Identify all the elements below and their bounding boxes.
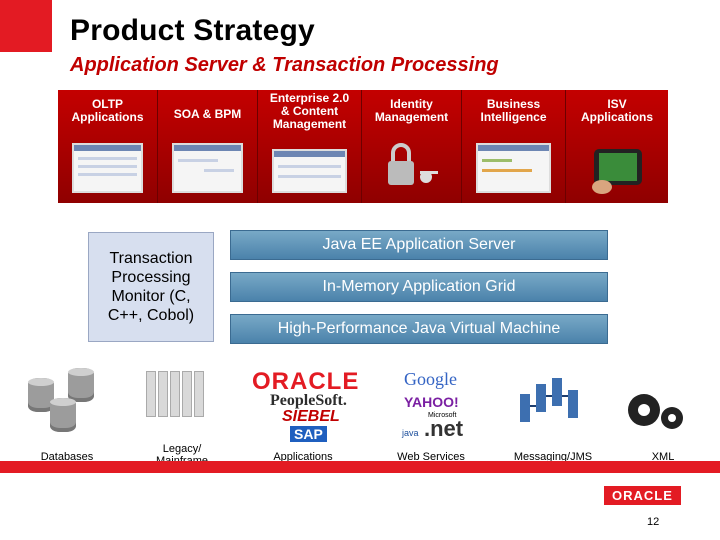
page-title: Product Strategy [70,14,315,47]
lock-keys-icon [388,143,438,185]
gears-icon [628,394,683,429]
tile-enterprise-content: Enterprise 2.0 & Content Management [258,90,362,203]
tile-oltp-applications: OLTP Applications [58,90,158,203]
xml-caption: XML [651,451,675,463]
tp-monitor-box: Transaction Processing Monitor (C, C++, … [88,232,214,342]
yahoo-logo: YAHOO! [404,394,459,410]
tile-label: Identity Management [374,97,449,124]
oracle-logo: ORACLE [252,368,360,395]
java-logo: java [402,428,419,438]
page-subtitle: Application Server & Transaction Process… [70,54,499,76]
database-icon [28,378,54,412]
tile-identity-management: Identity Management [362,90,462,203]
oltp-screenshot-icon [72,143,143,193]
dotnet-logo: .net [424,416,464,441]
tile-label: Enterprise 2.0 & Content Management [269,91,350,131]
tile-label: ISV Applications [580,97,653,124]
tile-isv-applications: ISV Applications [566,90,668,203]
tile-label: Business Intelligence [480,97,547,124]
siebel-logo: SIEBEL [282,408,340,425]
google-logo: Google [404,369,457,389]
application-banner: OLTP Applications SOA & BPM Enterprise 2… [58,90,668,203]
tile-business-intelligence: Business Intelligence [462,90,566,203]
peoplesoft-logo: PeopleSoft. [270,392,347,409]
database-icon [68,368,94,402]
footer-oracle-logo: ORACLE [604,486,681,505]
tile-label: SOA & BPM [173,107,242,121]
footer-stripe [0,461,720,473]
page-number: 12 [647,516,660,528]
web-services-caption: Web Services [397,451,465,463]
sap-logo: SAP [290,426,327,442]
tile-label: OLTP Applications [71,97,144,124]
content-screenshot-icon [272,149,347,193]
database-icon [50,398,76,432]
database-icons [28,360,108,442]
messaging-queue-icon [520,378,578,422]
mainframe-icon [146,371,214,421]
messaging-caption: Messaging/JMS [513,451,593,463]
phone-icon [592,149,642,194]
stack-jvm: High-Performance Java Virtual Machine [230,314,608,344]
tile-soa-bpm: SOA & BPM [158,90,258,203]
microsoft-logo: Microsoft [428,412,457,419]
databases-caption: Databases [40,451,94,463]
stack-app-grid: In-Memory Application Grid [230,272,608,302]
title-accent-block [0,0,52,52]
soa-screenshot-icon [172,143,243,193]
stack-java-ee: Java EE Application Server [230,230,608,260]
applications-caption: Applications [273,451,333,463]
bi-screenshot-icon [476,143,551,193]
